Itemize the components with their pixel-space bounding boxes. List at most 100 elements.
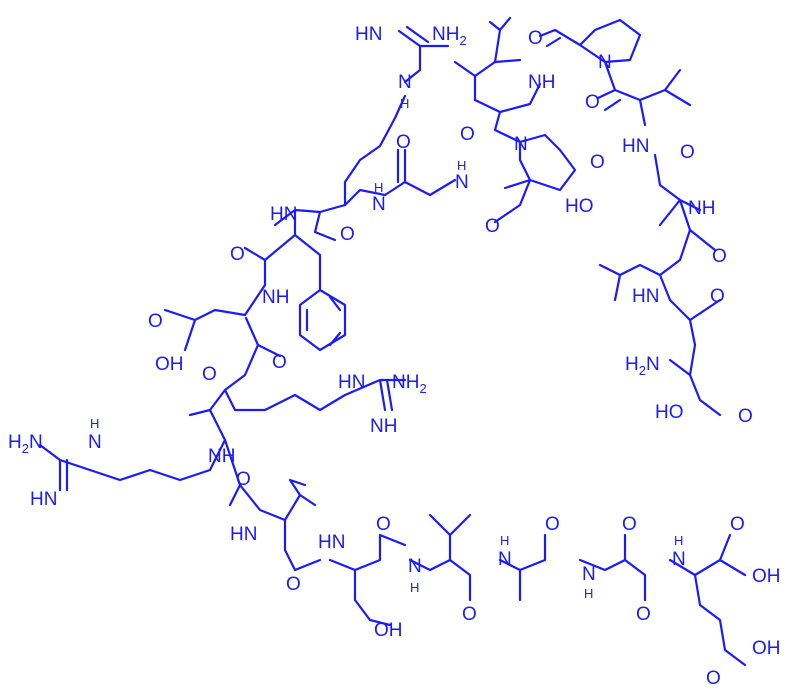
svg-text:NH: NH [528, 72, 555, 93]
svg-text:O: O [622, 514, 637, 535]
label-val3-n: N [408, 556, 422, 577]
label-gly-o: O [396, 132, 411, 153]
label-arg1-hn: HN [355, 24, 382, 45]
svg-text:HN: HN [270, 204, 297, 225]
svg-text:N: N [455, 172, 469, 193]
svg-text:N: N [598, 52, 612, 73]
svg-text:O: O [738, 406, 753, 427]
svg-text:O: O [460, 124, 475, 145]
label-arg1-nh2: NH [432, 24, 459, 45]
svg-text:O: O [590, 152, 605, 173]
svg-text:O: O [485, 216, 500, 237]
label-asp1-ho: HO [565, 196, 594, 217]
label-arg3-nh: NH [208, 446, 235, 467]
label-pro1-n: N [598, 52, 612, 73]
svg-text:OH: OH [155, 354, 184, 375]
svg-text:NH: NH [688, 198, 715, 219]
label-asp1-h2n: H [625, 354, 639, 375]
svg-text:NH: NH [370, 416, 397, 437]
label-asp4-o: O [738, 406, 753, 427]
svg-text:H: H [500, 533, 509, 548]
svg-text:H: H [410, 580, 419, 595]
bond-lines [38, 16, 747, 667]
svg-text:HN: HN [318, 532, 345, 553]
label-ala1-n: N [498, 549, 512, 570]
label-glu-o: O [730, 514, 745, 535]
label-glu-n: N [672, 549, 686, 570]
label-val1-o: O [585, 92, 600, 113]
svg-text:HN: HN [230, 524, 257, 545]
svg-text:N: N [514, 134, 528, 155]
label-arg3-o: O [236, 469, 251, 490]
label-val3-o: O [462, 604, 477, 625]
label-arg2-o: O [202, 364, 217, 385]
svg-text:HN: HN [338, 372, 365, 393]
svg-text:O: O [340, 224, 355, 245]
label-phe-o: O [230, 244, 245, 265]
svg-text:O: O [272, 352, 287, 373]
label-glu-o2: O [706, 668, 721, 689]
svg-text:O: O [230, 244, 245, 265]
label-leu-hn: HN [632, 286, 659, 307]
svg-text:NH: NH [208, 446, 235, 467]
svg-text:O: O [528, 28, 543, 49]
svg-text:H: H [674, 533, 683, 548]
svg-text:O: O [396, 132, 411, 153]
svg-text:N: N [498, 549, 512, 570]
label-pro2-n: N [514, 134, 528, 155]
label-asp3-oh: OH [155, 354, 184, 375]
label-ala2-o2: O [622, 514, 637, 535]
svg-text:H: H [90, 416, 99, 431]
label-ser-hn: HN [318, 532, 345, 553]
svg-text:H2N: H2N [8, 432, 43, 456]
label-pro2-o: O [485, 216, 500, 237]
atom-labels: HN NH2 N H NH O N O O N O N H N H HN O O… [8, 24, 781, 689]
svg-text:O: O [286, 574, 301, 595]
label-val2-hn: HN [230, 524, 257, 545]
svg-text:H: H [400, 96, 409, 111]
svg-text:O: O [680, 142, 695, 163]
svg-text:HO: HO [565, 196, 594, 217]
svg-text:HN: HN [622, 136, 649, 157]
label-arg1-n: N [372, 194, 386, 215]
label-arg2-hn: HN [338, 372, 365, 393]
svg-text:OH: OH [374, 620, 403, 641]
svg-text:O: O [462, 604, 477, 625]
svg-text:O: O [730, 514, 745, 535]
svg-text:O: O [710, 286, 725, 307]
label-ser-o: O [376, 514, 391, 535]
label-asp3-o: O [148, 311, 163, 332]
svg-text:O: O [236, 469, 251, 490]
svg-text:O: O [585, 92, 600, 113]
svg-text:O: O [148, 311, 163, 332]
label-arg2-nh: NH [370, 416, 397, 437]
label-val1-hn: HN [622, 136, 649, 157]
label-ile-nh: NH [528, 72, 555, 93]
label-glu-oh: OH [752, 566, 781, 587]
svg-text:N: N [372, 194, 386, 215]
label-arg2-hn2: HN [205, 364, 232, 385]
svg-text:H: H [584, 586, 593, 601]
label-phe-hn: HN [270, 204, 297, 225]
label-ser-oh: OH [374, 620, 403, 641]
label-ala2-n: N [582, 564, 596, 585]
label-ala2-o: O [636, 604, 651, 625]
svg-text:H2N: H2N [625, 354, 660, 378]
label-pro1-o: O [528, 28, 543, 49]
label-asp4-ho: HO [655, 402, 684, 423]
svg-text:NH: NH [262, 287, 289, 308]
label-arg1-nh-side: N [398, 72, 412, 93]
svg-text:N: N [672, 549, 686, 570]
svg-text:N: N [582, 564, 596, 585]
svg-text:NH2: NH2 [392, 372, 427, 396]
label-arg3-n: N [88, 432, 102, 453]
label-val2-o: O [286, 574, 301, 595]
label-glu-oh2: OH [752, 638, 781, 659]
svg-text:H: H [457, 158, 466, 173]
svg-text:O: O [636, 604, 651, 625]
label-ile-o: O [460, 124, 475, 145]
svg-text:N: N [398, 72, 412, 93]
label-asp3-o3: O [272, 352, 287, 373]
label-arg1-o: O [340, 224, 355, 245]
